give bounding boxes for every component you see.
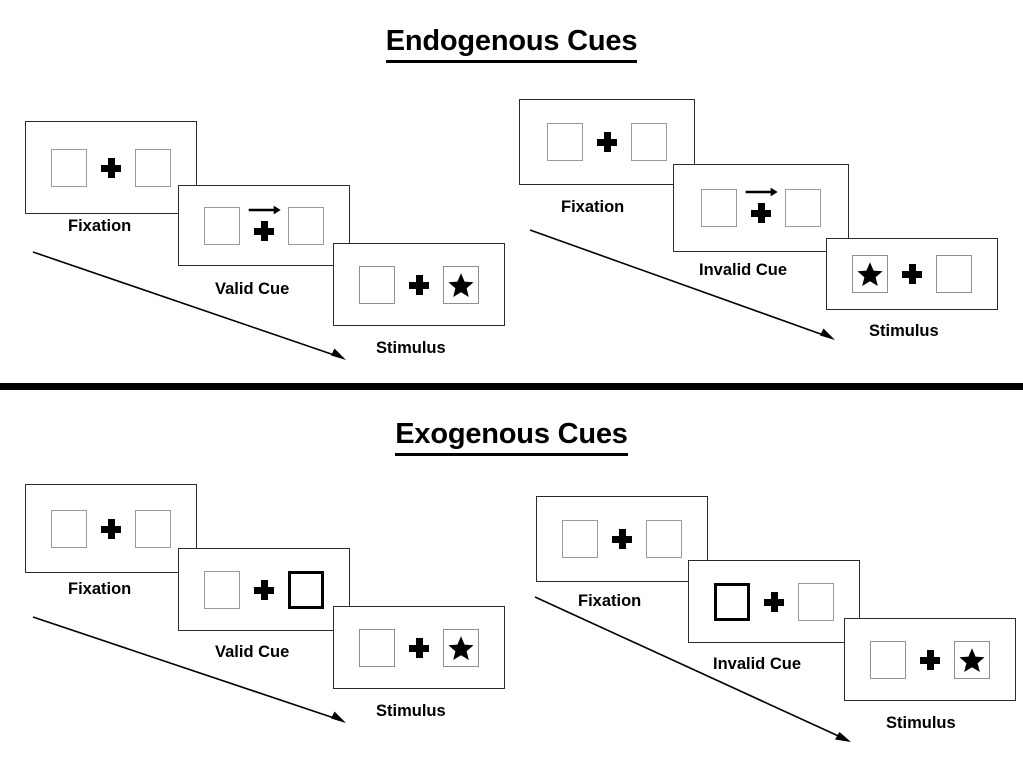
exo-valid-stimulus-right-box bbox=[443, 628, 479, 667]
exo-valid-cue-left-box bbox=[204, 570, 240, 609]
endo-invalid-cue-caption: Invalid Cue bbox=[699, 261, 788, 279]
star-icon bbox=[448, 635, 474, 660]
endo-invalid-fixation-left-box bbox=[547, 123, 583, 161]
endo-valid-fixation-caption: Fixation bbox=[68, 217, 132, 235]
endo-valid-stimulus-right-box bbox=[443, 265, 479, 304]
fixation-cross-icon bbox=[248, 205, 281, 241]
exo-valid-stimulus-left-box bbox=[359, 628, 395, 667]
exogenous-title-text: Exogenous Cues bbox=[395, 418, 628, 456]
exo-invalid-cue-right-box bbox=[798, 582, 834, 621]
endo-invalid-stimulus-left-box bbox=[852, 255, 888, 293]
exo-invalid-fixation-caption: Fixation bbox=[578, 592, 642, 610]
endogenous-section-title: Endogenous Cues bbox=[0, 25, 1023, 63]
fixation-cross-icon bbox=[101, 157, 121, 178]
endo-invalid-stimulus-display bbox=[852, 255, 972, 293]
endo-invalid-fixation-caption: Fixation bbox=[561, 198, 625, 216]
fixation-cross-icon bbox=[409, 637, 429, 658]
endo-valid-cue-display bbox=[204, 205, 324, 245]
fixation-cross-icon bbox=[764, 591, 784, 612]
exo-invalid-cue-left-box-highlighted bbox=[714, 582, 750, 621]
exo-invalid-cue-display bbox=[714, 582, 834, 621]
endo-invalid-cue-display bbox=[701, 187, 821, 227]
exo-invalid-cue-caption: Invalid Cue bbox=[713, 655, 802, 673]
exo-valid-stimulus-caption: Stimulus bbox=[376, 702, 446, 720]
star-icon bbox=[448, 272, 474, 297]
exo-valid-fixation-frame[interactable] bbox=[25, 484, 197, 573]
endo-invalid-cue-right-box bbox=[785, 189, 821, 227]
exo-invalid-stimulus-frame[interactable] bbox=[844, 618, 1016, 701]
fixation-cross-icon bbox=[920, 649, 940, 670]
exo-invalid-stimulus-right-box bbox=[954, 640, 990, 679]
endo-valid-cue-right-box bbox=[288, 206, 324, 245]
exo-valid-cue-right-box-highlighted bbox=[288, 570, 324, 609]
exo-valid-fixation-caption: Fixation bbox=[68, 580, 132, 598]
endo-invalid-stimulus-caption: Stimulus bbox=[869, 322, 939, 340]
star-icon bbox=[857, 262, 883, 287]
endo-valid-fixation-frame[interactable] bbox=[25, 121, 197, 214]
endo-valid-fixation-right-box bbox=[135, 148, 171, 187]
fixation-cross-icon bbox=[597, 132, 617, 152]
endo-valid-cue-caption: Valid Cue bbox=[215, 280, 290, 298]
section-divider bbox=[0, 383, 1023, 390]
endo-valid-stimulus-display bbox=[359, 265, 479, 304]
exo-valid-fixation-right-box bbox=[135, 509, 171, 548]
endo-invalid-stimulus-right-box bbox=[936, 255, 972, 293]
exo-invalid-stimulus-caption: Stimulus bbox=[886, 714, 956, 732]
exo-valid-fixation-left-box bbox=[51, 509, 87, 548]
endo-invalid-cue-left-box bbox=[701, 189, 737, 227]
exo-invalid-stimulus-left-box bbox=[870, 640, 906, 679]
fixation-cross-icon bbox=[101, 518, 121, 539]
exo-invalid-fixation-right-box bbox=[646, 520, 682, 558]
endo-valid-cue-left-box bbox=[204, 206, 240, 245]
exo-valid-stimulus-display bbox=[359, 628, 479, 667]
exo-valid-cue-display bbox=[204, 570, 324, 609]
exo-invalid-stimulus-display bbox=[870, 640, 990, 679]
fixation-cross-icon bbox=[409, 274, 429, 295]
fixation-cross-icon bbox=[902, 264, 922, 284]
endo-invalid-fixation-right-box bbox=[631, 123, 667, 161]
endo-invalid-cue-frame[interactable] bbox=[673, 164, 849, 252]
cue-arrow-right-icon bbox=[745, 187, 778, 197]
endogenous-title-text: Endogenous Cues bbox=[385, 25, 637, 63]
exo-valid-cue-frame[interactable] bbox=[178, 548, 350, 631]
star-icon bbox=[959, 647, 985, 672]
cue-arrow-right-icon bbox=[248, 205, 281, 214]
endo-valid-cue-frame[interactable] bbox=[178, 185, 350, 266]
exo-valid-cue-caption: Valid Cue bbox=[215, 643, 290, 661]
endo-valid-fixation-display bbox=[51, 148, 171, 187]
fixation-cross-icon bbox=[254, 579, 274, 600]
exogenous-section-title: Exogenous Cues bbox=[0, 418, 1023, 456]
exo-invalid-fixation-display bbox=[562, 520, 682, 558]
exo-valid-fixation-display bbox=[51, 509, 171, 548]
endo-valid-stimulus-caption: Stimulus bbox=[376, 339, 446, 357]
endo-invalid-fixation-display bbox=[547, 123, 667, 161]
endo-valid-stimulus-left-box bbox=[359, 265, 395, 304]
endo-invalid-fixation-frame[interactable] bbox=[519, 99, 695, 185]
fixation-cross-icon bbox=[612, 529, 632, 549]
endo-valid-fixation-left-box bbox=[51, 148, 87, 187]
exo-invalid-fixation-frame[interactable] bbox=[536, 496, 708, 582]
fixation-cross-icon bbox=[745, 187, 778, 223]
endo-invalid-stimulus-frame[interactable] bbox=[826, 238, 998, 310]
endo-valid-stimulus-frame[interactable] bbox=[333, 243, 505, 326]
exo-invalid-fixation-left-box bbox=[562, 520, 598, 558]
exo-invalid-cue-frame[interactable] bbox=[688, 560, 860, 643]
exo-valid-stimulus-frame[interactable] bbox=[333, 606, 505, 689]
